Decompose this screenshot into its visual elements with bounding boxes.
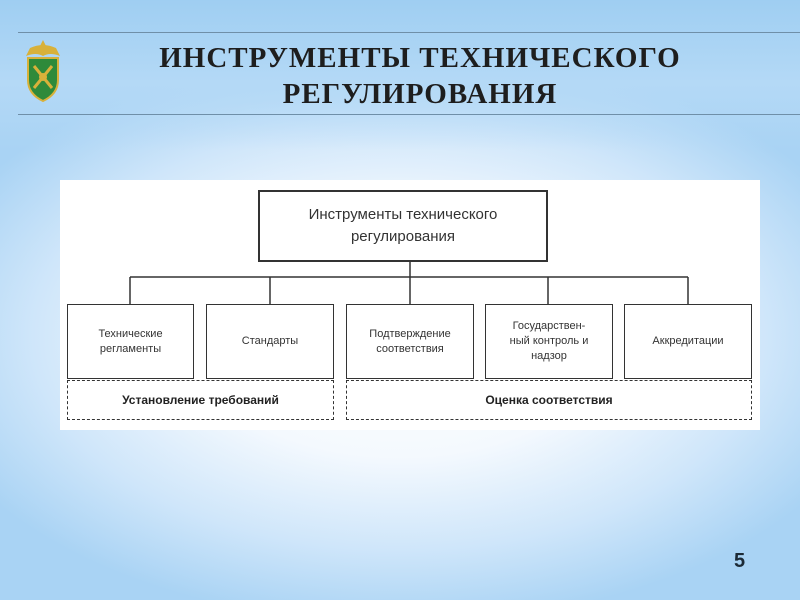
node-state-control: Государствен- ный контроль и надзор <box>485 304 613 379</box>
slide-title: ИНСТРУМЕНТЫ ТЕХНИЧЕСКОГО РЕГУЛИРОВАНИЯ <box>120 40 720 112</box>
customs-emblem-icon <box>26 40 60 103</box>
header-band <box>0 0 800 150</box>
slide-number: 5 <box>734 550 746 572</box>
header-bottom-rule <box>18 114 800 115</box>
node-technical-regulations: Технические регламенты <box>67 304 194 379</box>
node-conformity-confirmation: Подтверждение соответствия <box>346 304 474 379</box>
slide-title-line-1: ИНСТРУМЕНТЫ ТЕХНИЧЕСКОГО <box>159 42 681 74</box>
header-top-rule <box>18 32 800 33</box>
group-conformity-assessment: Оценка соответствия <box>346 380 752 420</box>
group-requirements-setting: Установление требований <box>67 380 334 420</box>
node-accreditation: Аккредитации <box>624 304 752 379</box>
diagram-canvas: Инструменты технического регулирования Т… <box>60 180 760 430</box>
connector-lines <box>129 262 689 304</box>
slide-title-line-2: РЕГУЛИРОВАНИЯ <box>282 78 558 110</box>
node-standards: Стандарты <box>206 304 334 379</box>
root-node-instruments: Инструменты технического регулирования <box>258 190 548 262</box>
